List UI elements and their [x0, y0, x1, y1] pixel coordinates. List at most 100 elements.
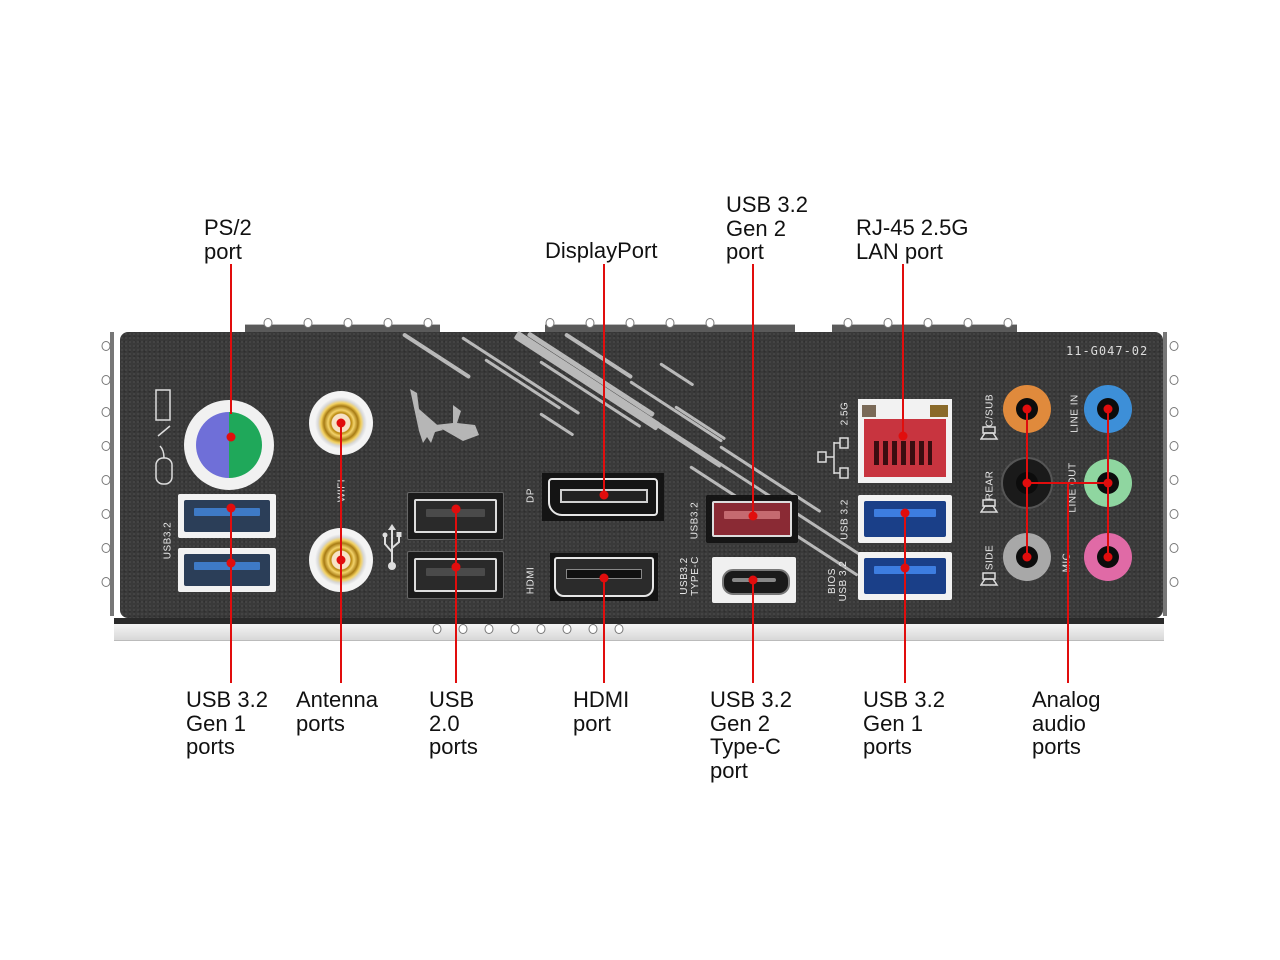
leader-line-usb32-gen1-right: [904, 513, 906, 683]
usb-trident-icon: [382, 524, 402, 570]
silkscreen-usb32-left: USB3.2: [162, 521, 174, 560]
spring-hole: [843, 318, 853, 328]
silkscreen-lan-speed: 2.5G: [839, 401, 851, 426]
network-icon: [817, 437, 849, 479]
spring-hole: [545, 318, 555, 328]
spring-hole: [585, 318, 595, 328]
marker-audio-side: [1022, 552, 1032, 562]
leader-line-usb20: [455, 509, 457, 683]
silkscreen-audio-line-in: LINE IN: [1069, 394, 1081, 433]
spring-hole: [614, 624, 624, 634]
marker-displayport: [599, 490, 609, 500]
lan-led-right: [930, 405, 948, 417]
spring-hole: [1169, 509, 1179, 519]
marker-hdmi: [599, 573, 609, 583]
spring-hole: [1169, 441, 1179, 451]
callout-usb32-gen1-ports-right: USB 3.2 Gen 1 ports: [863, 687, 945, 759]
usb32-gen1-port-left-bottom[interactable]: [178, 548, 276, 592]
spring-hole: [101, 375, 111, 385]
silkscreen-usb32-red: USB3.2: [689, 501, 701, 540]
marker-usb32-gen1-left-top: [226, 503, 236, 513]
leader-line-ps2: [230, 264, 232, 414]
shield-bottom-edge: [114, 618, 1164, 624]
spring-hole: [383, 318, 393, 328]
usb32-gen1-port-left-top[interactable]: [178, 494, 276, 538]
leader-line-analog-audio: [1067, 482, 1069, 683]
spring-hole: [625, 318, 635, 328]
callout-usb32-gen1-ports-left: USB 3.2 Gen 1 ports: [186, 687, 268, 759]
spring-hole: [101, 441, 111, 451]
marker-audio-line-out: [1103, 478, 1113, 488]
marker-audio-csub: [1022, 404, 1032, 414]
silkscreen-usb32-typec: USB3.2 TYPE-C: [679, 556, 701, 596]
spring-hole: [343, 318, 353, 328]
callout-displayport: DisplayPort: [545, 238, 658, 263]
spring-hole: [510, 624, 520, 634]
callout-ps2-port: PS/2 port: [204, 215, 252, 264]
callout-rj45-lan-port: RJ-45 2.5G LAN port: [856, 215, 969, 264]
lan-led-left: [862, 405, 876, 417]
callout-usb20-ports: USB 2.0 ports: [429, 687, 478, 759]
spring-hole: [588, 624, 598, 634]
marker-audio-line-in: [1103, 404, 1113, 414]
spring-hole: [423, 318, 433, 328]
silkscreen-dp: DP: [525, 488, 537, 503]
leader-line-displayport: [603, 264, 605, 498]
spring-hole: [1169, 407, 1179, 417]
spring-hole: [484, 624, 494, 634]
marker-ps2: [226, 432, 236, 442]
spring-hole: [101, 577, 111, 587]
keyboard-icon: [155, 389, 171, 421]
leader-line-rj45: [902, 264, 904, 436]
spring-hole: [705, 318, 715, 328]
rj45-lan-port[interactable]: [858, 399, 952, 483]
spring-hole: [665, 318, 675, 328]
spring-hole: [458, 624, 468, 634]
shield-tab: [245, 324, 440, 333]
marker-rj45: [898, 431, 908, 441]
leader-line-usb32-gen1-left: [230, 508, 232, 683]
marker-usb20-top: [451, 504, 461, 514]
shield-rail-right: [1163, 332, 1167, 616]
mouse-icon: [155, 457, 173, 485]
marker-antenna-bottom: [336, 555, 346, 565]
silkscreen-audio-line-out: LINE OUT: [1067, 462, 1079, 513]
silkscreen-wifi: WIFI: [336, 478, 348, 503]
marker-usb32-gen1-right-top: [900, 508, 910, 518]
spring-hole: [963, 318, 973, 328]
marker-usb32-typec: [748, 575, 758, 585]
keyboard-mouse-icon: [155, 389, 173, 485]
ps2-keyboard-half: [229, 412, 262, 478]
panel-part-number: 11-G047-02: [1066, 344, 1149, 358]
spring-hole: [923, 318, 933, 328]
marker-usb32-gen2: [748, 511, 758, 521]
spring-hole: [1169, 375, 1179, 385]
marker-audio-rear: [1022, 478, 1032, 488]
spring-hole: [562, 624, 572, 634]
ps2-port[interactable]: [196, 412, 262, 478]
spring-hole: [101, 509, 111, 519]
silkscreen-usb32-blue-top: USB 3.2: [839, 499, 851, 540]
spring-hole: [101, 407, 111, 417]
speaker-icon: [980, 426, 999, 586]
callout-usb32-gen2-port: USB 3.2 Gen 2 port: [726, 192, 808, 264]
leader-line-usb32-gen2: [752, 264, 754, 518]
spring-hole: [536, 624, 546, 634]
spring-hole: [432, 624, 442, 634]
spring-hole: [1169, 543, 1179, 553]
marker-usb20-bottom: [451, 562, 461, 572]
leader-line-antenna: [340, 423, 342, 683]
callout-usb32-gen2-typec-port: USB 3.2 Gen 2 Type-C port: [710, 687, 792, 783]
spring-hole: [1003, 318, 1013, 328]
spring-hole: [1169, 341, 1179, 351]
leader-line-hdmi: [603, 578, 605, 683]
marker-usb32-gen1-right-bottom: [900, 563, 910, 573]
marker-audio-mic: [1103, 552, 1113, 562]
marker-antenna-top: [336, 418, 346, 428]
callout-antenna-ports: Antenna ports: [296, 687, 378, 736]
spring-hole: [101, 543, 111, 553]
spring-hole: [883, 318, 893, 328]
marker-usb32-gen1-left-bottom: [226, 558, 236, 568]
callout-hdmi-port: HDMI port: [573, 687, 630, 736]
aorus-eagle-logo: [410, 389, 479, 443]
